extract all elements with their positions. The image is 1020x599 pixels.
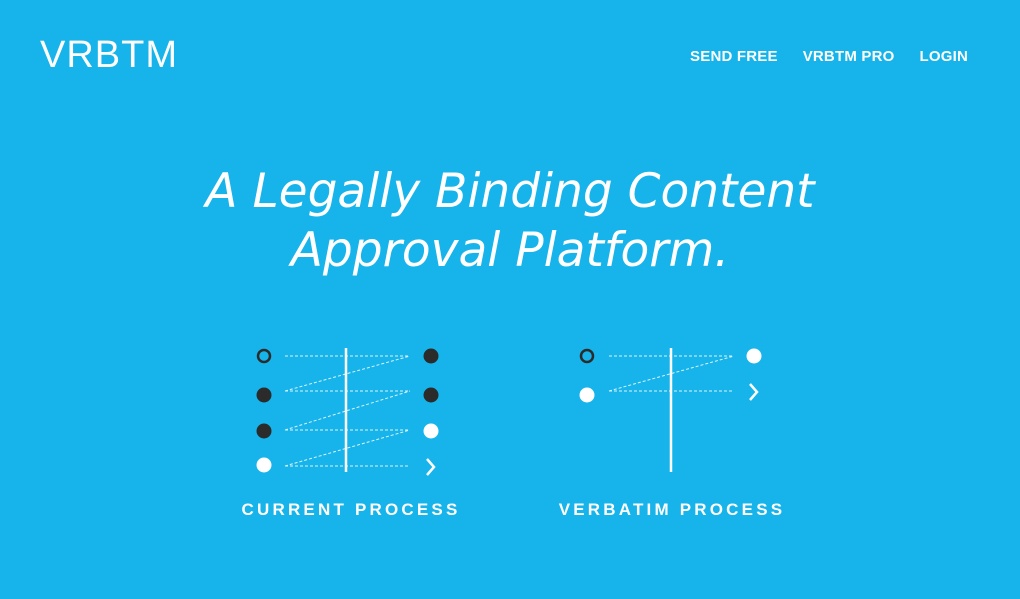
dashed-connectors bbox=[284, 355, 411, 467]
logo[interactable]: VRBTM bbox=[40, 34, 178, 76]
verbatim-process-diagram bbox=[574, 344, 774, 476]
nav-login-link[interactable]: LOGIN bbox=[919, 48, 968, 65]
hollow-dot bbox=[579, 348, 595, 364]
white-dot bbox=[256, 457, 272, 473]
verbatim-process-caption: VERBATIM PROCESS bbox=[558, 500, 786, 519]
hollow-dot bbox=[256, 348, 272, 364]
current-process-diagram bbox=[250, 344, 450, 476]
white-dot bbox=[579, 387, 595, 403]
verbatim-process-graphic bbox=[579, 348, 762, 472]
nav-vrbtm-pro-link[interactable]: VRBTM PRO bbox=[802, 48, 895, 65]
current-process-graphic bbox=[256, 348, 439, 476]
nav-send-free-link[interactable]: SEND FREE bbox=[690, 48, 778, 65]
main-nav: SEND FREE VRBTM PRO LOGIN bbox=[690, 48, 968, 65]
chevron-right-icon bbox=[426, 458, 436, 476]
dark-dot bbox=[256, 387, 272, 403]
hero-headline: A Legally Binding Content Approval Platf… bbox=[0, 162, 1020, 280]
dark-dot bbox=[423, 387, 439, 403]
chevron-right-icon bbox=[749, 383, 759, 401]
white-dot bbox=[423, 423, 439, 439]
white-dot bbox=[746, 348, 762, 364]
dark-dot bbox=[423, 348, 439, 364]
hero-line-2: Approval Platform. bbox=[290, 223, 730, 278]
current-process-caption: CURRENT PROCESS bbox=[241, 500, 461, 519]
dark-dot bbox=[256, 423, 272, 439]
hero-line-1: A Legally Binding Content bbox=[205, 164, 815, 219]
